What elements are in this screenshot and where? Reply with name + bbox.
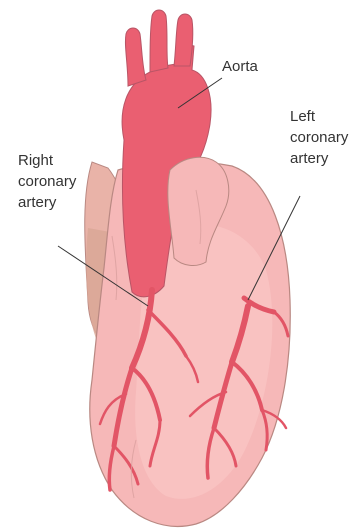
aorta-label: Aorta xyxy=(222,56,258,77)
left-coronary-artery-label: Left coronary artery xyxy=(290,106,348,169)
aorta-branch-3 xyxy=(174,14,193,66)
right-coronary-artery-label: Right coronary artery xyxy=(18,150,76,213)
aorta-branch-2 xyxy=(150,10,168,72)
aorta-branch-1 xyxy=(125,28,146,86)
